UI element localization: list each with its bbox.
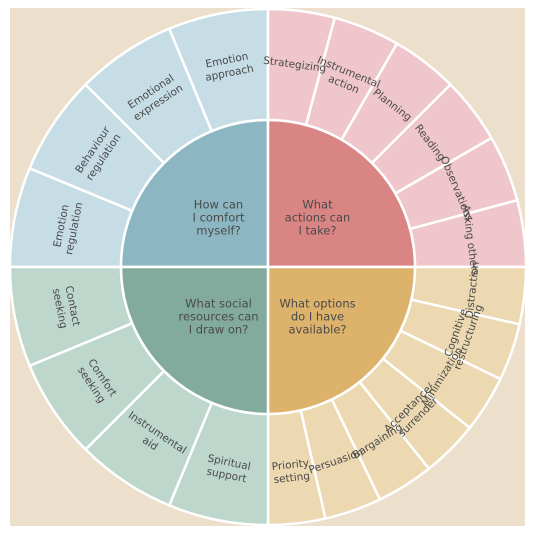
label-priority-setting: Prioritysetting [271, 457, 311, 486]
outer-ring [8, 7, 528, 527]
quadrant-actions [266, 118, 417, 269]
inner-circle [119, 118, 417, 416]
quadrant-options [266, 265, 417, 416]
quadrant-comfort-self [119, 118, 270, 269]
quadrant-social [119, 265, 270, 416]
